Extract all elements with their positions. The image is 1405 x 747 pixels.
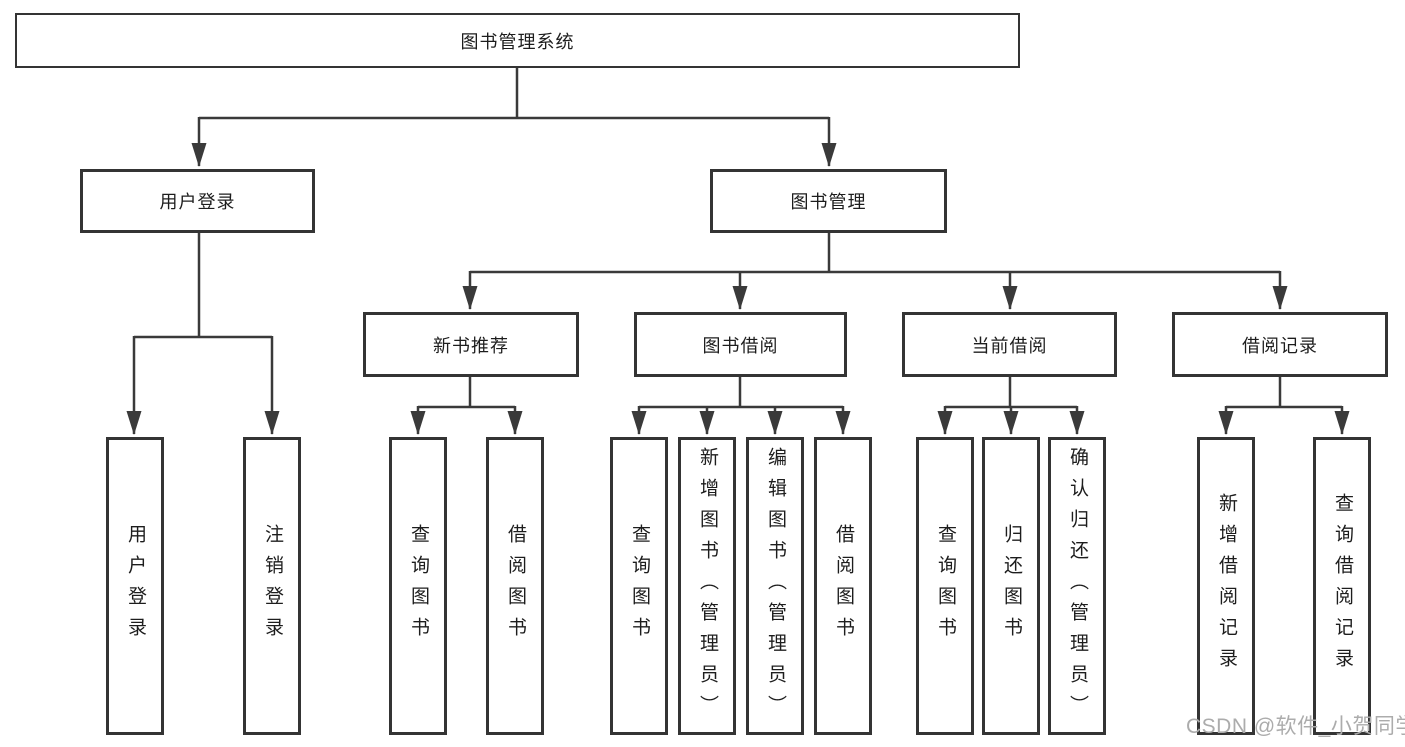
- node-label: 归还图书: [1000, 524, 1022, 648]
- node-label: 图书管理系统: [460, 31, 575, 52]
- node-label: 新增图书（管理员）: [696, 446, 718, 726]
- node-leaf-query-books: 查询图书: [389, 437, 447, 735]
- node-library-system: 图书管理系统: [15, 13, 1020, 68]
- node-label: 用户登录: [124, 524, 146, 648]
- node-label: 查询图书: [628, 524, 650, 648]
- node-label: 查询图书: [934, 524, 956, 648]
- connector-borrow-to-leaves: [631, 376, 851, 435]
- node-label: 当前借阅: [971, 335, 1048, 356]
- node-label: 注销登录: [261, 524, 283, 648]
- node-leaf-query-books: 查询图书: [916, 437, 974, 735]
- node-leaf-query-borrow-record: 查询借阅记录: [1313, 437, 1371, 735]
- node-user-login: 用户登录: [80, 169, 315, 233]
- node-label: 图书管理: [790, 192, 867, 212]
- node-leaf-add-books-admin: 新增图书（管理员）: [678, 437, 736, 735]
- node-book-borrow: 图书借阅: [634, 312, 847, 377]
- node-label: 新书推荐: [433, 335, 509, 356]
- connector-root-to-level2: [191, 66, 837, 167]
- node-leaf-add-borrow-record: 新增借阅记录: [1197, 437, 1255, 735]
- node-leaf-user-login: 用户登录: [106, 437, 164, 735]
- node-leaf-edit-books-admin: 编辑图书（管理员）: [746, 437, 804, 735]
- node-label: 编辑图书（管理员）: [764, 446, 786, 726]
- connector-login-to-leaves: [126, 231, 280, 435]
- node-label: 查询图书: [407, 524, 429, 648]
- node-label: 图书借阅: [702, 335, 779, 356]
- node-book-management: 图书管理: [710, 169, 947, 233]
- node-label: 用户登录: [159, 192, 236, 212]
- node-leaf-confirm-return-admin: 确认归还（管理员）: [1048, 437, 1106, 735]
- node-new-book-recommend: 新书推荐: [363, 312, 579, 377]
- node-current-borrow: 当前借阅: [902, 312, 1117, 377]
- node-leaf-logout: 注销登录: [243, 437, 301, 735]
- node-label: 借阅图书: [832, 524, 854, 648]
- node-borrow-records: 借阅记录: [1172, 312, 1388, 377]
- node-leaf-return-books: 归还图书: [982, 437, 1040, 735]
- node-leaf-query-books: 查询图书: [610, 437, 668, 735]
- node-leaf-borrow-books: 借阅图书: [486, 437, 544, 735]
- node-label: 确认归还（管理员）: [1066, 446, 1088, 726]
- connector-records-to-leaves: [1218, 376, 1350, 435]
- node-label: 借阅记录: [1242, 335, 1318, 356]
- csdn-watermark: CSDN @软件_小贺同学: [1186, 715, 1405, 738]
- node-label: 新增借阅记录: [1215, 493, 1237, 679]
- connector-current-to-leaves: [937, 376, 1085, 435]
- node-label: 借阅图书: [504, 524, 526, 648]
- node-leaf-borrow-books: 借阅图书: [814, 437, 872, 735]
- connector-mgmt-to-level3: [462, 231, 1288, 310]
- connector-newbook-to-leaves: [410, 376, 523, 435]
- node-label: 查询借阅记录: [1331, 493, 1353, 679]
